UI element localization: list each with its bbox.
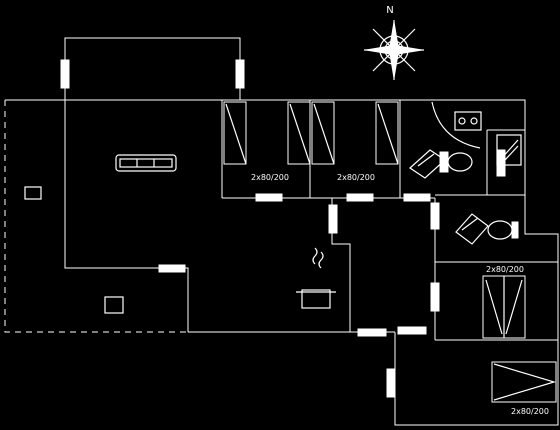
bed-size-label: 2x80/200	[486, 265, 524, 274]
compass-rose-icon: N	[364, 5, 424, 80]
bed-size-label: 2x80/200	[251, 173, 289, 182]
outer-walls	[4, 37, 559, 426]
window	[403, 193, 431, 202]
bathroom	[409, 101, 522, 179]
window	[60, 59, 70, 89]
window	[235, 59, 245, 89]
window	[357, 328, 387, 337]
north-label: N	[386, 5, 393, 16]
bedroom-4: 2x80/200	[491, 361, 557, 416]
bathroom-sink-icon	[454, 111, 482, 131]
bedroom-2: 2x80/200	[311, 101, 399, 182]
window	[496, 149, 506, 177]
toilet-icon	[409, 149, 473, 179]
sofa-icon	[115, 154, 177, 172]
window	[346, 193, 374, 202]
shower-icon	[496, 134, 522, 166]
window	[386, 368, 396, 398]
bedroom-1: 2x80/200	[223, 101, 311, 182]
windows	[60, 59, 506, 398]
stove-pot-icon	[296, 247, 336, 309]
window	[430, 282, 440, 312]
window	[255, 193, 283, 202]
bed-size-label: 2x80/200	[337, 173, 375, 182]
fireplace-icon	[24, 186, 124, 314]
window	[430, 202, 440, 230]
bedroom-3: 2x80/200	[482, 265, 526, 339]
window	[397, 326, 427, 335]
toilet-icon	[455, 213, 519, 245]
interior-walls	[221, 100, 558, 341]
window	[328, 204, 338, 234]
window	[158, 264, 186, 273]
bed-size-label: 2x80/200	[511, 407, 549, 416]
